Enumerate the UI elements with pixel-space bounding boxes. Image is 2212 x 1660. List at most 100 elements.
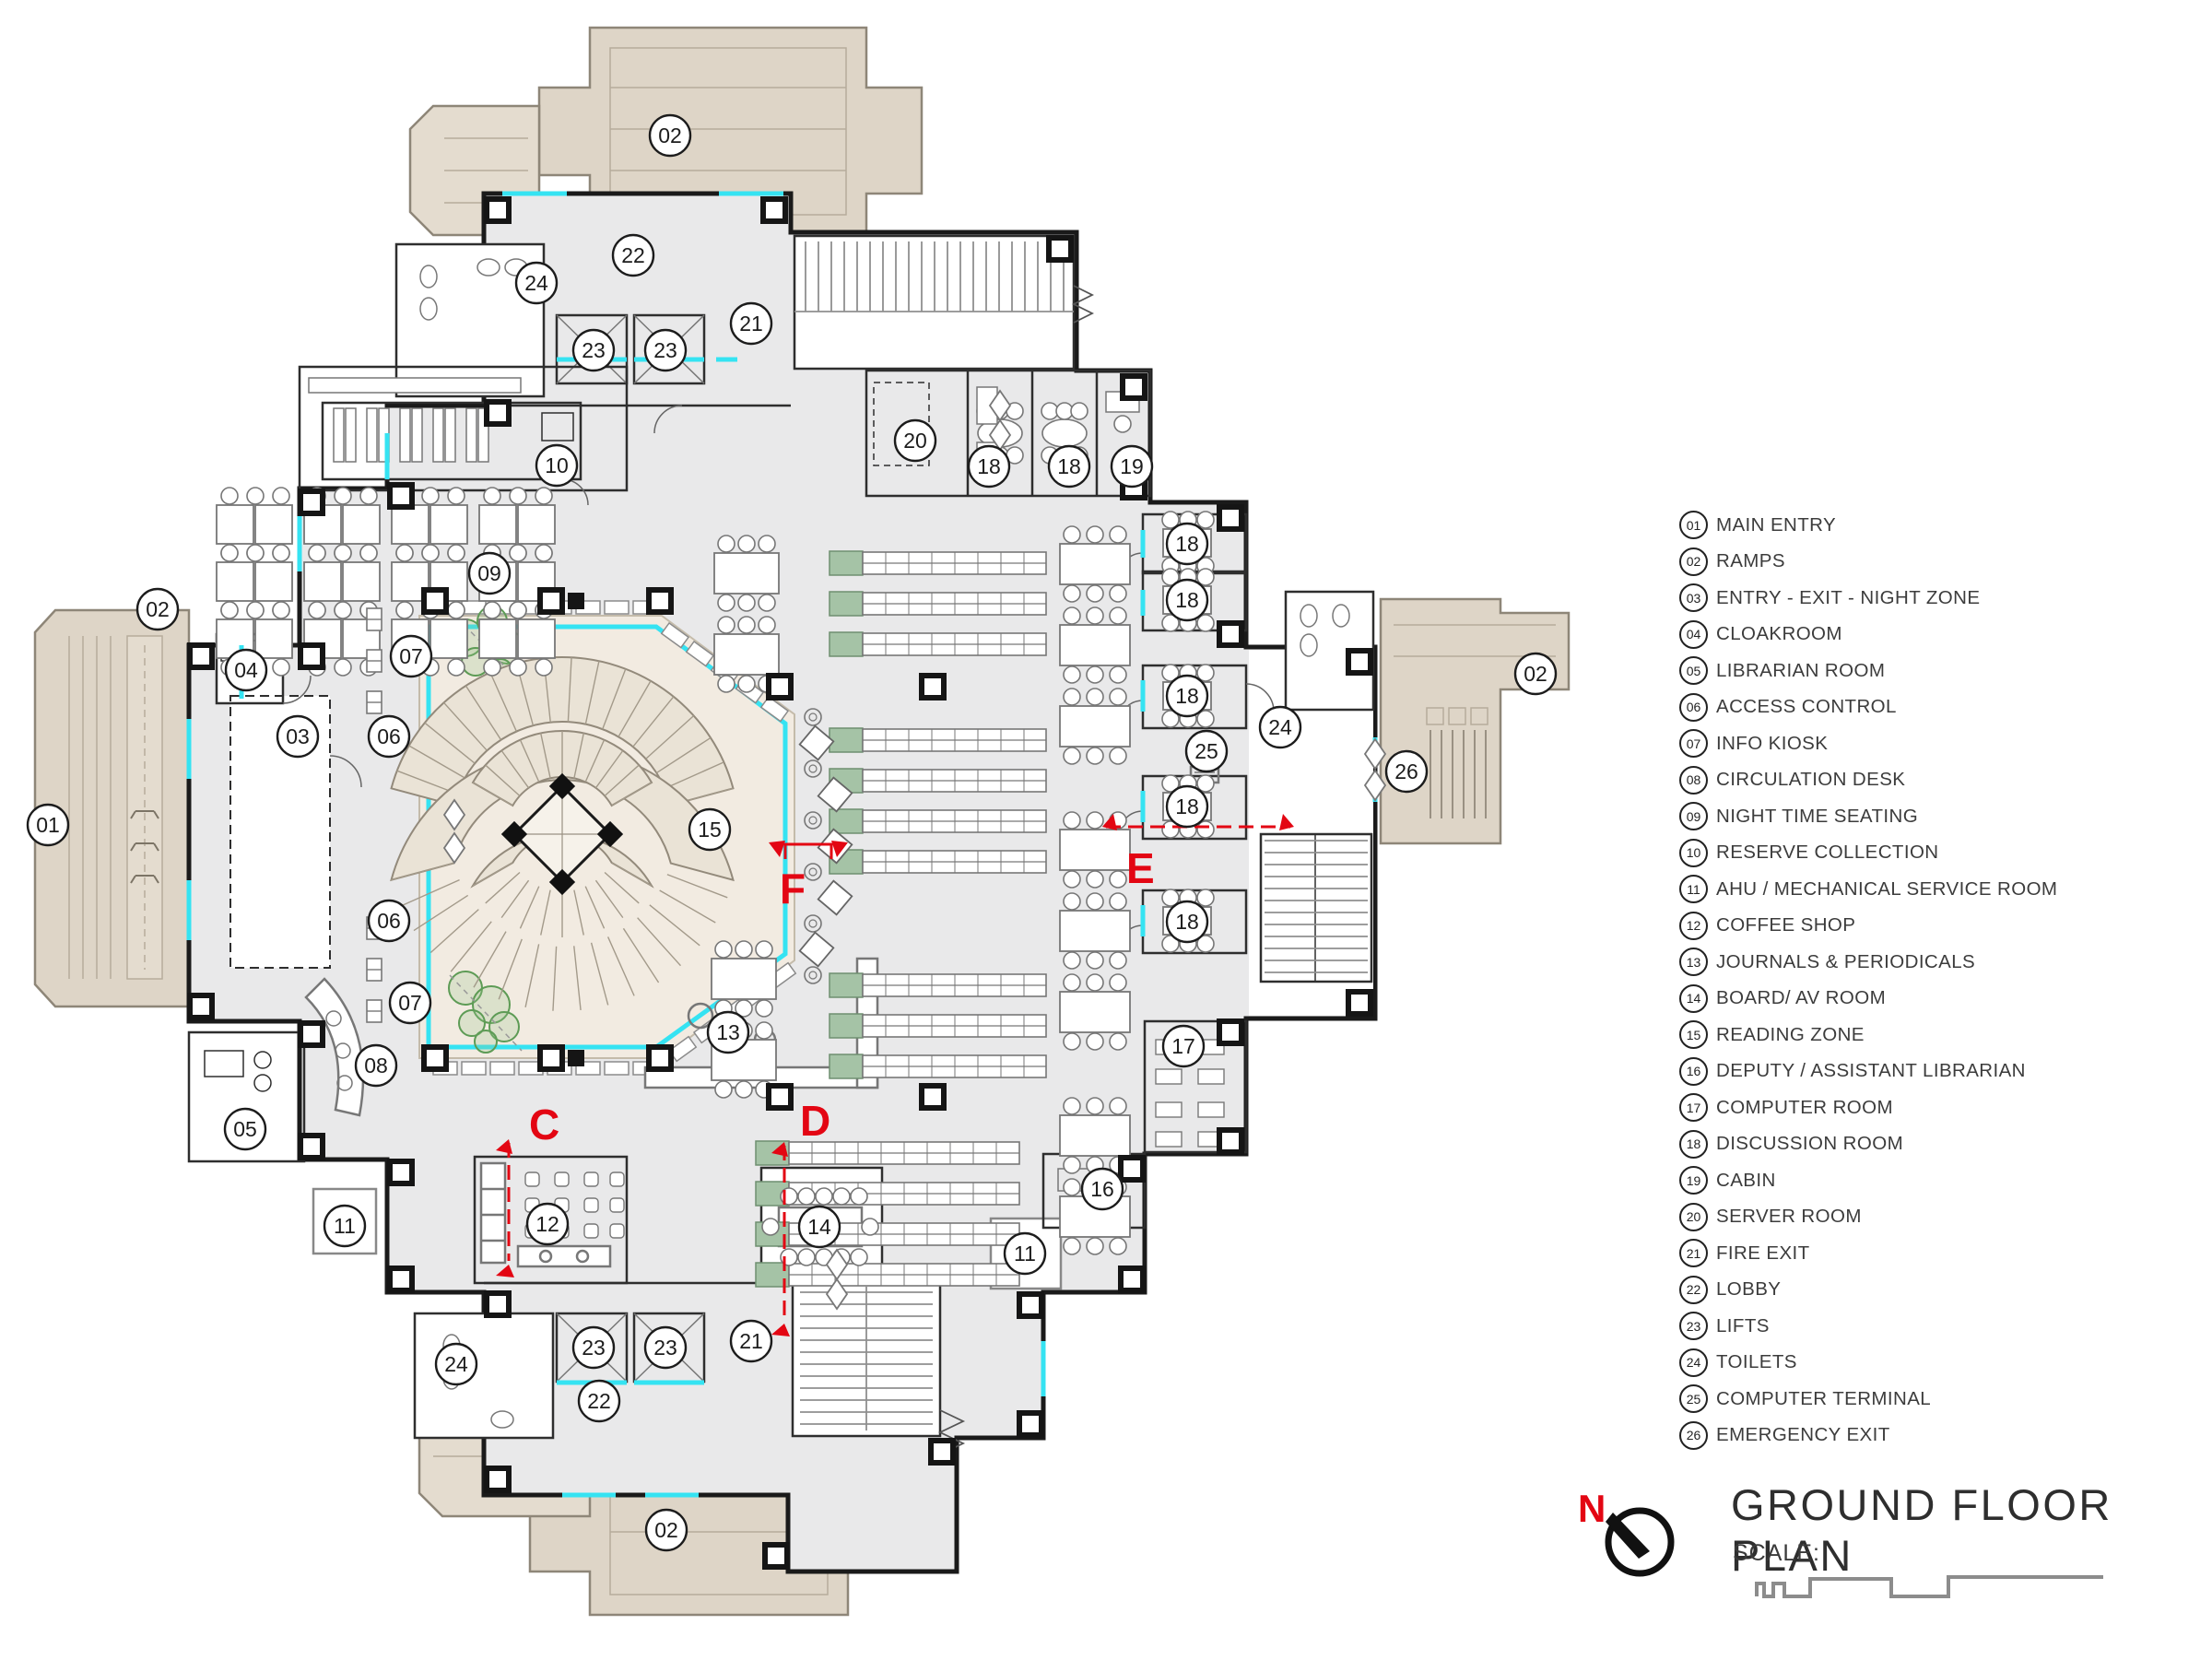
scale-label: SCALE: <box>1733 1540 1820 1566</box>
legend-item: 05 LIBRARIAN ROOM <box>1679 653 2195 689</box>
plan-room-label: 02 <box>644 1508 688 1552</box>
svg-text:02: 02 <box>658 124 682 147</box>
legend-item-number: 24 <box>1679 1348 1708 1377</box>
plan-room-label: 20 <box>893 418 937 463</box>
plan-room-label: 03 <box>276 714 320 759</box>
section-letter-e: E <box>1126 844 1155 892</box>
plan-room-label: 24 <box>1258 705 1302 749</box>
plan-room-label: 12 <box>525 1202 570 1246</box>
svg-text:23: 23 <box>582 338 606 362</box>
svg-text:24: 24 <box>444 1352 468 1376</box>
ramp-west-main-entry <box>33 608 191 1008</box>
plan-room-label: 18 <box>1165 900 1209 944</box>
legend-item-label: COMPUTER TERMINAL <box>1716 1387 1932 1409</box>
legend-item-label: FIRE EXIT <box>1716 1242 1810 1264</box>
svg-text:21: 21 <box>739 312 763 336</box>
svg-text:10: 10 <box>545 453 569 477</box>
legend-item-number: 06 <box>1679 692 1708 722</box>
legend-item-label: EMERGENCY EXIT <box>1716 1424 1890 1446</box>
plan-room-label: 23 <box>571 328 616 372</box>
page-title: GROUND FLOOR PLAN <box>1731 1480 2112 1580</box>
legend-item-label: TOILETS <box>1716 1351 1797 1373</box>
legend-item-label: DEPUTY / ASSISTANT LIBRARIAN <box>1716 1060 2026 1082</box>
title-block: N GROUND FLOOR PLAN SCALE: <box>1548 1470 2194 1618</box>
legend-item: 11 AHU / MECHANICAL SERVICE ROOM <box>1679 871 2195 908</box>
legend-item-label: LIFTS <box>1716 1314 1770 1336</box>
legend-item-label: RESERVE COLLECTION <box>1716 842 1939 864</box>
legend-item-label: ENTRY - EXIT - NIGHT ZONE <box>1716 586 1981 608</box>
legend-item-number: 16 <box>1679 1056 1708 1086</box>
legend-item-number: 11 <box>1679 875 1708 904</box>
plan-room-label: 19 <box>1110 444 1154 489</box>
plan-room-label: 02 <box>648 113 692 158</box>
legend-item-label: JOURNALS & PERIODICALS <box>1716 950 1976 972</box>
legend-item-label: DISCUSSION ROOM <box>1716 1133 1904 1155</box>
plan-room-label: 23 <box>643 1325 688 1370</box>
legend-item: 16 DEPUTY / ASSISTANT LIBRARIAN <box>1679 1054 2195 1090</box>
svg-text:03: 03 <box>286 724 310 748</box>
svg-text:11: 11 <box>334 1214 356 1238</box>
plan-room-label: 18 <box>1165 674 1209 718</box>
legend-item-label: INFO KIOSK <box>1716 732 1829 754</box>
glazing-lines <box>186 191 1378 1498</box>
svg-text:26: 26 <box>1394 759 1418 783</box>
plan-room-label: 11 <box>323 1204 367 1248</box>
legend-item: 23 LIFTS <box>1679 1308 2195 1345</box>
legend-item-label: MAIN ENTRY <box>1716 513 1837 536</box>
svg-text:08: 08 <box>364 1054 388 1077</box>
svg-text:02: 02 <box>1524 662 1547 686</box>
svg-text:21: 21 <box>739 1329 763 1353</box>
svg-text:01: 01 <box>36 813 60 837</box>
plan-room-label: 11 <box>1003 1231 1047 1276</box>
legend-item-number: 03 <box>1679 583 1708 613</box>
legend-item-label: LOBBY <box>1716 1278 1782 1301</box>
legend-item-number: 23 <box>1679 1312 1708 1341</box>
legend-item-number: 20 <box>1679 1202 1708 1231</box>
plan-room-label: 22 <box>577 1379 621 1423</box>
plan-room-label: 05 <box>223 1107 267 1151</box>
svg-text:12: 12 <box>535 1212 559 1236</box>
north-label: N <box>1578 1487 1606 1530</box>
plan-room-label: 16 <box>1080 1167 1124 1211</box>
north-arrow-icon: N <box>1569 1487 1688 1588</box>
svg-text:22: 22 <box>587 1389 611 1413</box>
legend-item-number: 17 <box>1679 1093 1708 1123</box>
section-markers: C D E F <box>496 814 1294 1336</box>
legend-item-label: LIBRARIAN ROOM <box>1716 659 1886 681</box>
legend-item: 21 FIRE EXIT <box>1679 1235 2195 1272</box>
svg-text:23: 23 <box>582 1336 606 1360</box>
plan-room-label: 18 <box>1165 784 1209 829</box>
legend-item-number: 21 <box>1679 1239 1708 1268</box>
plan-room-label: 07 <box>388 981 432 1025</box>
legend-item-number: 19 <box>1679 1166 1708 1195</box>
svg-text:09: 09 <box>477 561 501 585</box>
legend-item-number: 05 <box>1679 656 1708 686</box>
svg-text:16: 16 <box>1090 1177 1114 1201</box>
legend-item-label: RAMPS <box>1716 550 1785 572</box>
legend-item-number: 01 <box>1679 511 1708 540</box>
legend-item-label: AHU / MECHANICAL SERVICE ROOM <box>1716 877 2058 900</box>
plan-room-label: 21 <box>729 301 773 346</box>
svg-text:18: 18 <box>1175 910 1199 934</box>
legend-item-number: 10 <box>1679 838 1708 867</box>
svg-text:23: 23 <box>653 1336 677 1360</box>
svg-text:07: 07 <box>399 644 423 668</box>
plan-room-label: 24 <box>514 261 559 305</box>
legend-item-number: 15 <box>1679 1020 1708 1050</box>
svg-text:25: 25 <box>1194 739 1218 763</box>
svg-text:04: 04 <box>234 658 258 682</box>
columns <box>187 196 1373 1570</box>
scale-bar <box>1755 1575 2103 1598</box>
svg-text:02: 02 <box>146 597 170 621</box>
legend-item-number: 18 <box>1679 1129 1708 1159</box>
legend-item-number: 26 <box>1679 1420 1708 1450</box>
legend-item-number: 25 <box>1679 1384 1708 1414</box>
